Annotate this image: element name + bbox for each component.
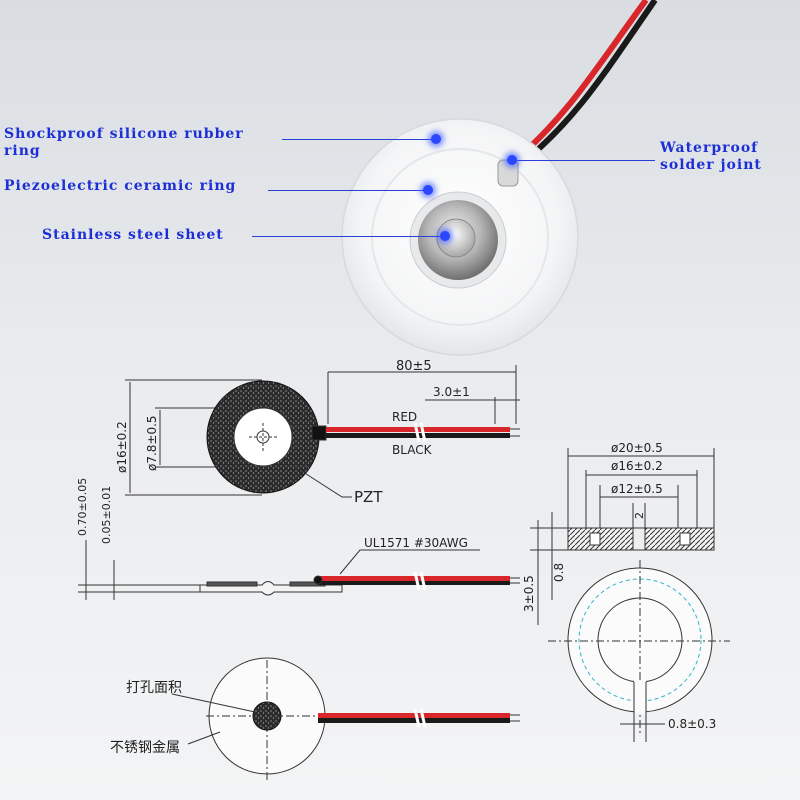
top-solder-pad	[311, 425, 327, 441]
callout-ceramic-ring: Piezoelectric ceramic ring	[4, 178, 237, 194]
height-3-label: 3±0.5	[522, 575, 536, 612]
height-0-8-label: 0.8	[552, 563, 566, 582]
side-wire-red	[318, 576, 510, 581]
section-slot	[634, 680, 646, 713]
dia-20-label: ø20±0.5	[611, 441, 663, 455]
marker-ceramic-ring	[423, 185, 433, 195]
lead-ceramic-ring	[268, 190, 425, 191]
inner-dia-label: ø7.8±0.5	[145, 415, 159, 471]
stainless-label: 不锈钢金属	[110, 740, 180, 756]
dia-16-label: ø16±0.2	[611, 459, 663, 473]
marker-silicone-ring	[431, 134, 441, 144]
section-view	[530, 448, 730, 742]
wire-spec-leader	[339, 549, 480, 575]
photo-wire-red	[514, 0, 649, 163]
top-view	[125, 365, 520, 498]
stainless-leader	[187, 731, 221, 745]
pzt-label: PZT	[354, 488, 383, 506]
bottom-wire-red	[318, 713, 510, 718]
lead-silicone-ring	[282, 139, 434, 140]
dia-12-label: ø12±0.5	[611, 482, 663, 496]
lead-steel-sheet	[252, 236, 442, 237]
side-wire-black	[318, 581, 510, 585]
hole-area-label: 打孔面积	[126, 679, 182, 696]
callout-steel-sheet: Stainless steel sheet	[42, 227, 224, 243]
callout-solder-joint: Waterproof solder joint	[660, 140, 762, 173]
marker-steel-sheet	[440, 231, 450, 241]
total-thickness-label: 0.70±0.05	[76, 478, 89, 536]
transducer-photo	[341, 0, 658, 356]
pzt-center-hole	[256, 430, 270, 444]
marker-solder-joint	[507, 155, 517, 165]
bottom-wire-black	[318, 718, 510, 723]
photo-steel-center	[436, 218, 476, 258]
bottom-view	[171, 657, 520, 780]
wire-spec-label: UL1571 #30AWG	[364, 536, 468, 550]
side-profile	[199, 581, 343, 596]
length-label: 80±5	[396, 359, 432, 374]
side-view	[78, 540, 520, 600]
section-dashed-ring	[578, 578, 702, 702]
side-solder	[313, 575, 323, 585]
slot-label: 0.8±0.3	[668, 717, 716, 731]
outer-dia-label: ø16±0.2	[115, 421, 129, 473]
lead-solder-joint	[517, 160, 655, 161]
pzt-leader	[299, 469, 352, 498]
hole-area	[252, 701, 282, 731]
side-ceramic	[206, 581, 258, 587]
callout-silicone-ring: Shockproof silicone rubber ring	[4, 126, 244, 159]
strip-label: 3.0±1	[433, 385, 470, 399]
sheet-thickness-label: 0.05±0.01	[100, 486, 113, 544]
red-wire-label: RED	[392, 410, 417, 424]
top-wire-red	[326, 427, 510, 432]
gap-2-label: 2	[633, 512, 646, 519]
black-wire-label: BLACK	[392, 443, 433, 457]
hole-area-leader	[171, 693, 256, 713]
